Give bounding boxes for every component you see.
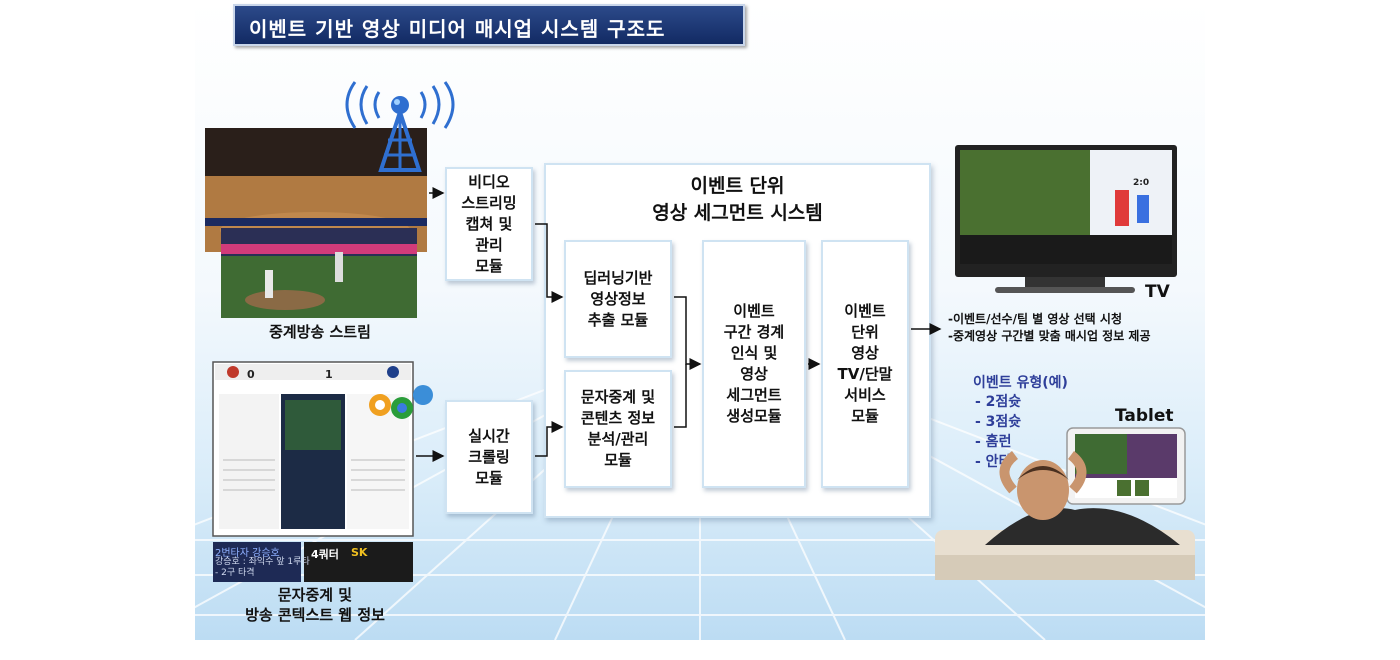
event-types-list: - 2점슛 - 3점슛 - 홈런 - 안타: [975, 392, 1021, 472]
text-analysis-module: 문자중계 및 콘텐츠 정보 분석/관리 모듈: [564, 370, 672, 488]
browser-icons: [369, 385, 433, 419]
arrow-capture-to-deeplearning: [535, 223, 564, 303]
overlay-quarter-text: 4쿼터: [311, 548, 339, 561]
baseball-broadcast-image: [221, 228, 417, 318]
text-overlay-strip-right: [304, 542, 413, 582]
service-module-label: 이벤트 단위 영상 TV/단말 서비스 모듈: [837, 302, 893, 425]
overlay-left-subtext: 강승호 : 좌익수 앞 1루타 - 2구 타격: [215, 557, 310, 578]
deep-learning-module: 딥러닝기반 영상정보 추출 모듈: [564, 240, 672, 358]
tablet-viewer-illustration: [935, 427, 1195, 580]
realtime-crawling-module-label: 실시간 크롤링 모듈: [468, 426, 510, 487]
video-capture-module: 비디오 스트리밍 캡쳐 및 관리 모듈: [445, 167, 533, 281]
antenna-icon: [345, 81, 455, 172]
tv-stand: [1025, 277, 1105, 289]
tv-score-text: 2:0: [1133, 178, 1150, 188]
overlay-team-text: SK: [351, 546, 368, 559]
overlay-left-text: 2번타자 강승호: [215, 548, 280, 559]
segment-system-title: 이벤트 단위 영상 세그먼트 시스템: [652, 175, 823, 224]
segment-generation-module-label: 이벤트 구간 경계 인식 및 영상 세그먼트 생성모듈: [723, 302, 785, 425]
event-types-title: 이벤트 유형(예): [973, 375, 1068, 391]
arrow-deeplearning-to-segment: [674, 296, 702, 370]
event-type-item: - 홈런: [975, 434, 1012, 450]
event-type-item: - 3점슛: [975, 414, 1022, 430]
title-banner: 이벤트 기반 영상 미디어 매시업 시스템 구조도: [233, 4, 745, 46]
realtime-crawling-module: 실시간 크롤링 모듈: [445, 400, 533, 514]
deep-learning-module-label: 딥러닝기반 영상정보 추출 모듈: [583, 268, 653, 329]
arrow-crawling-to-analysis: [535, 421, 564, 457]
text-analysis-module-label: 문자중계 및 콘텐츠 정보 분석/관리 모듈: [580, 388, 656, 469]
text-overlay-strip-left: [213, 542, 301, 582]
web-info-label: 문자중계 및 방송 콘텍스트 웹 정보: [245, 586, 385, 624]
page-title: 이벤트 기반 영상 미디어 매시업 시스템 구조도: [249, 17, 666, 41]
viewer-person-illustration: [935, 451, 1195, 580]
web-relay-screenshot: [212, 361, 414, 537]
broadcast-source: [205, 81, 455, 582]
web-score-left: 0: [247, 368, 255, 381]
tablet-label: Tablet: [1115, 406, 1174, 426]
service-module: 이벤트 단위 영상 TV/단말 서비스 모듈: [821, 240, 909, 488]
service-description: -이벤트/선수/팀 별 영상 선택 시청 -중계영상 구간별 맞춤 매시업 정보…: [948, 312, 1151, 343]
event-type-item: - 2점슛: [975, 394, 1022, 410]
diagram-canvas: 이벤트 기반 영상 미디어 매시업 시스템 구조도: [195, 0, 1205, 640]
segment-generation-module: 이벤트 구간 경계 인식 및 영상 세그먼트 생성모듈: [702, 240, 806, 488]
video-capture-module-label: 비디오 스트리밍 캡쳐 및 관리 모듈: [461, 172, 517, 275]
broadcast-stream-label: 중계방송 스트림: [269, 323, 371, 341]
tv-label: TV: [1145, 282, 1170, 302]
connector-arrows: [416, 187, 942, 462]
tv-device: [955, 145, 1177, 293]
web-score-right: 1: [325, 368, 333, 381]
